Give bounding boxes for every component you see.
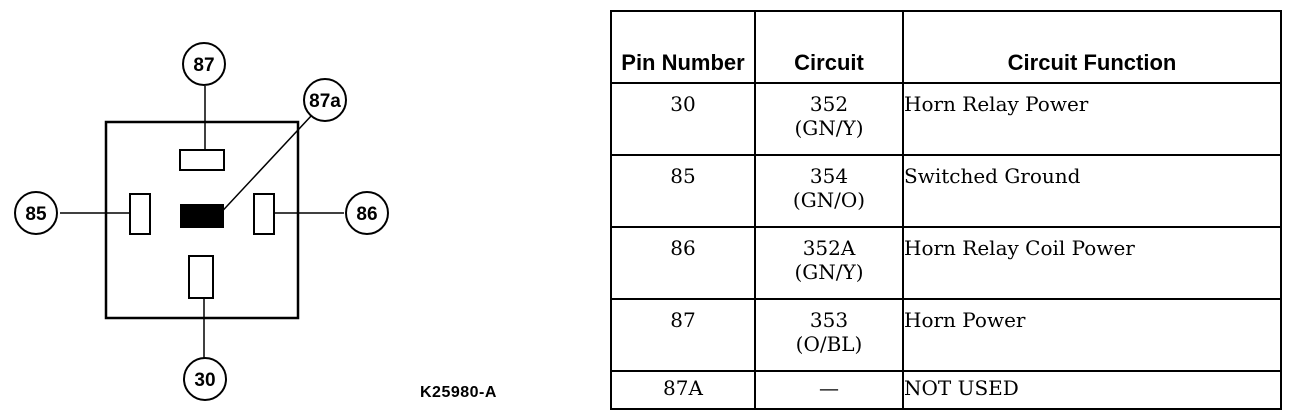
pinout-table: Pin Number Circuit Circuit Function 30 3… (610, 10, 1282, 410)
circuit-cell: 354 (GN/O) (754, 154, 904, 228)
terminal-87a (180, 204, 224, 228)
callout-label-30: 30 (194, 370, 215, 391)
circuit-cell: 353 (O/BL) (754, 298, 904, 372)
function-cell: Horn Power (902, 298, 1282, 372)
circuit-cell: — (754, 370, 904, 410)
callout-30: 30 (183, 357, 227, 401)
relay-body-outline (104, 120, 300, 320)
circuit-cell: 352A (GN/Y) (754, 226, 904, 300)
table-row: 30 352 (GN/Y) Horn Relay Power (610, 82, 1282, 156)
figure-code: K25980-A (420, 384, 497, 401)
table-header-row: Pin Number Circuit Circuit Function (610, 10, 1282, 84)
table-row: 87A — NOT USED (610, 370, 1282, 410)
table-row: 85 354 (GN/O) Switched Ground (610, 154, 1282, 228)
function-cell: NOT USED (902, 370, 1282, 410)
callout-87: 87 (182, 42, 226, 86)
wire-color: (GN/Y) (794, 260, 864, 284)
header-circuit-function: Circuit Function (902, 10, 1282, 84)
terminal-85 (129, 193, 151, 235)
circuit-cell: 352 (GN/Y) (754, 82, 904, 156)
wire-color: (GN/O) (792, 188, 866, 212)
callout-87a: 87a (303, 78, 347, 122)
function-cell: Horn Relay Power (902, 82, 1282, 156)
callout-label-87: 87 (193, 55, 214, 76)
table-row: 86 352A (GN/Y) Horn Relay Coil Power (610, 226, 1282, 300)
table-row: 87 353 (O/BL) Horn Power (610, 298, 1282, 372)
terminal-87 (179, 149, 225, 171)
pin-cell: 30 (610, 82, 756, 156)
circuit-number: 352 (809, 92, 849, 116)
callout-label-85: 85 (25, 204, 47, 225)
callout-label-87a: 87a (309, 91, 341, 112)
wire-color: (O/BL) (795, 332, 863, 356)
terminal-86 (253, 193, 275, 235)
function-cell: Horn Relay Coil Power (902, 226, 1282, 300)
circuit-number: 352A (802, 236, 856, 260)
callout-label-86: 86 (356, 204, 377, 225)
terminal-30 (188, 255, 214, 299)
pin-cell: 86 (610, 226, 756, 300)
circuit-number: 353 (809, 308, 849, 332)
relay-pin-diagram: 87 87a 85 86 30 (14, 42, 389, 401)
circuit-number: — (819, 376, 839, 400)
callout-85: 85 (14, 191, 58, 235)
callout-86: 86 (345, 191, 389, 235)
pin-cell: 87 (610, 298, 756, 372)
pin-cell: 87A (610, 370, 756, 410)
leader-line-87a (213, 114, 313, 221)
pin-cell: 85 (610, 154, 756, 228)
header-pin-number: Pin Number (610, 10, 756, 84)
wire-color: (GN/Y) (794, 116, 864, 140)
circuit-number: 354 (809, 164, 849, 188)
header-circuit: Circuit (754, 10, 904, 84)
function-cell: Switched Ground (902, 154, 1282, 228)
